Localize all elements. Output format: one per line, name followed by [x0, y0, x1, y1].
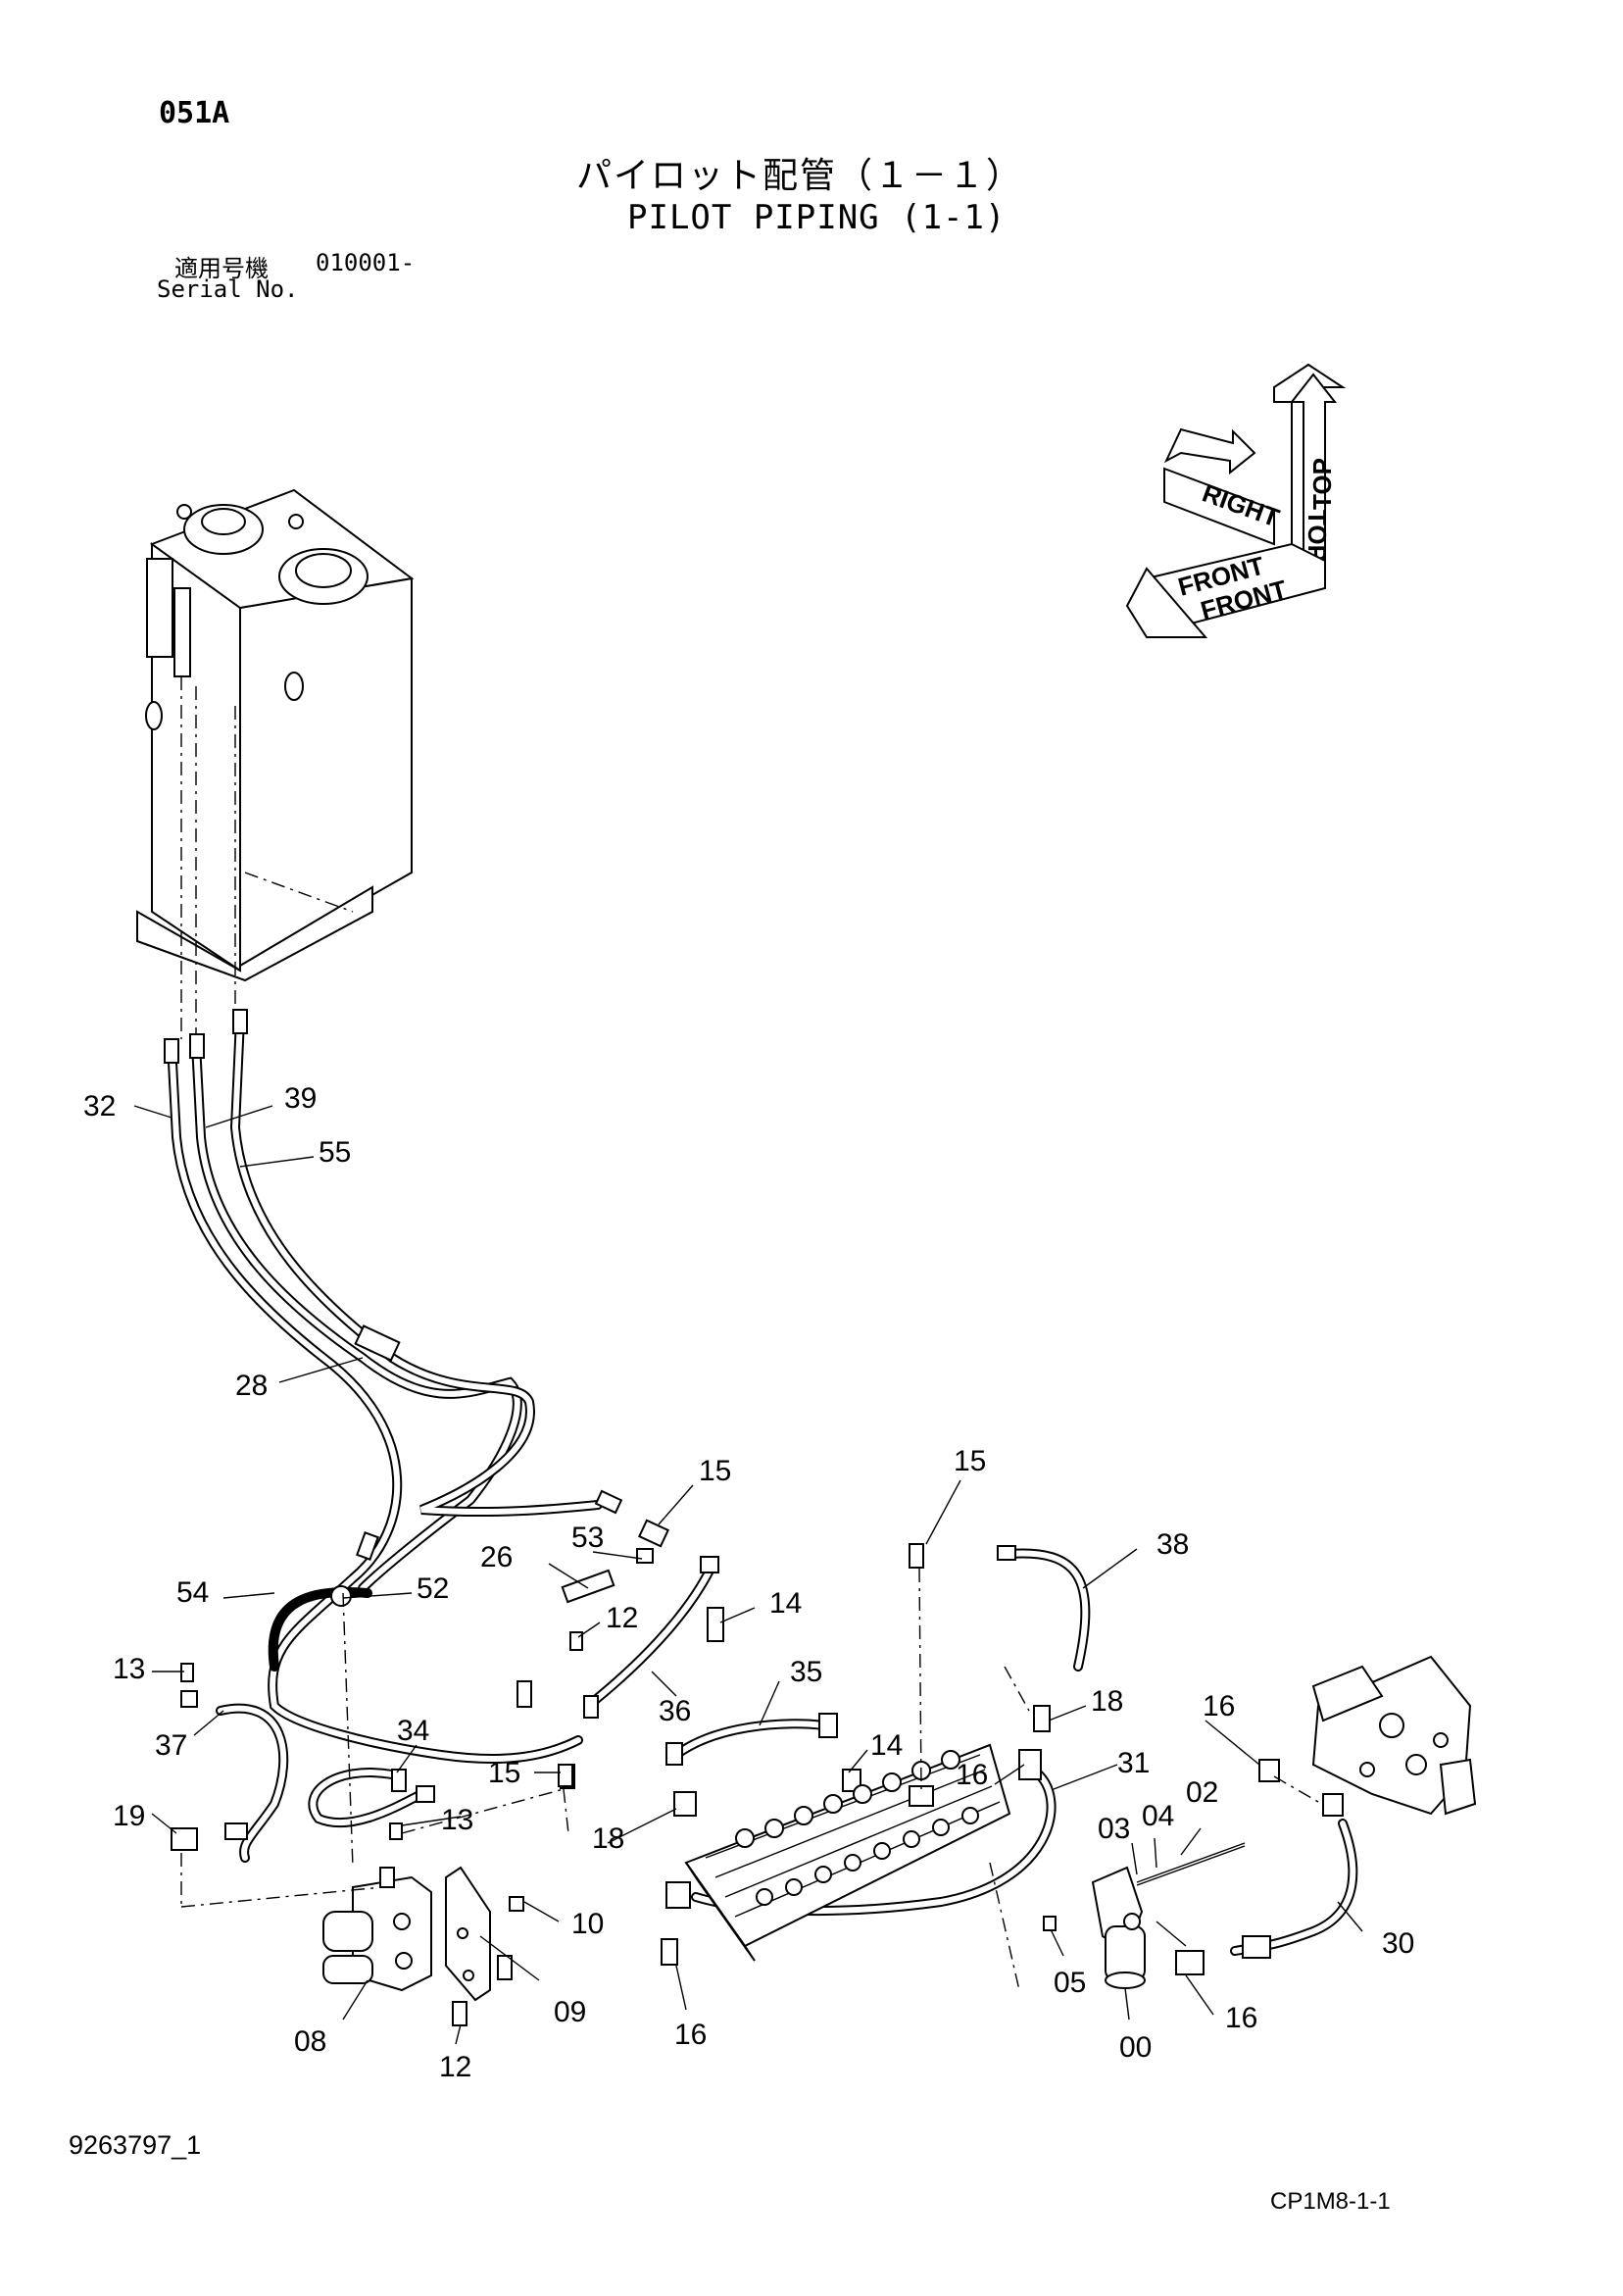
part-label-16-d: 16 [1225, 2002, 1257, 2034]
page-code: 051A [159, 96, 230, 130]
alignment-lines [180, 1568, 1319, 1908]
part-label-52: 52 [417, 1572, 449, 1605]
part-label-13-a: 13 [113, 1653, 145, 1685]
part-label-35: 35 [790, 1656, 822, 1688]
part-label-03: 03 [1098, 1813, 1130, 1845]
part-label-18-a: 18 [592, 1822, 624, 1855]
pilot-pump [1311, 1655, 1477, 1816]
title-english: PILOT PIPING (1-1) [627, 198, 1007, 237]
part-label-15-c: 15 [488, 1757, 520, 1789]
part-label-38: 38 [1156, 1528, 1189, 1561]
top-arrow-front [1289, 373, 1338, 573]
solenoid-valve-08 [322, 1867, 432, 1992]
hydraulic-tank [136, 488, 415, 1039]
fittings [164, 1009, 1344, 1980]
part-label-55: 55 [319, 1136, 351, 1169]
part-label-34: 34 [397, 1715, 429, 1747]
part-labels: 32 39 55 28 54 52 26 53 15 15 14 12 38 1… [83, 1082, 1414, 2083]
pilot-filter-00 [1091, 1866, 1187, 1989]
part-label-00: 00 [1119, 2031, 1152, 2064]
part-label-02: 02 [1186, 1776, 1218, 1809]
part-label-09: 09 [554, 1996, 586, 2028]
part-label-14-b: 14 [870, 1729, 903, 1762]
part-label-10: 10 [571, 1908, 604, 1940]
serial-label-english: Serial No. [157, 275, 299, 303]
serial-number-value: 010001- [316, 249, 416, 276]
title-japanese: パイロット配管（１－１） [576, 156, 1024, 196]
part-label-16-c: 16 [674, 2019, 707, 2051]
part-label-28: 28 [235, 1370, 268, 1402]
part-label-37: 37 [155, 1729, 187, 1762]
part-label-04: 04 [1142, 1800, 1174, 1832]
part-label-36: 36 [659, 1695, 691, 1727]
part-label-53: 53 [571, 1522, 604, 1554]
part-label-15-b: 15 [954, 1445, 986, 1477]
part-label-08: 08 [294, 2025, 326, 2058]
label-top: TOP [1307, 458, 1337, 510]
leader-lines [133, 1105, 1363, 2045]
front-arrow-head [1125, 567, 1208, 638]
part-label-14-a: 14 [769, 1587, 802, 1620]
part-label-16-b: 16 [1203, 1690, 1235, 1722]
part-label-12-b: 12 [439, 2051, 471, 2083]
orientation-indicator: TOP TOP RIGHT FRONT FRONT [1125, 363, 1347, 638]
right-arrow-band [1163, 467, 1275, 546]
right-arrow-back [1163, 427, 1256, 475]
sheet-code: CP1M8-1-1 [1270, 2188, 1391, 2215]
part-label-19: 19 [113, 1800, 145, 1832]
part-label-26: 26 [480, 1541, 513, 1573]
part-label-12-a: 12 [606, 1602, 638, 1634]
part-label-05: 05 [1054, 1967, 1086, 1999]
part-label-32: 32 [83, 1090, 116, 1123]
part-label-18-b: 18 [1091, 1685, 1123, 1718]
bracket-09 [445, 1866, 524, 2026]
part-label-31: 31 [1117, 1747, 1150, 1779]
part-label-15-a: 15 [699, 1455, 731, 1487]
document-id: 9263797_1 [69, 2130, 202, 2160]
part-label-13-b: 13 [441, 1804, 473, 1836]
serial-label-japanese: 適用号機 [174, 255, 269, 282]
part-label-16-a: 16 [956, 1759, 988, 1791]
bracket-26 [561, 1569, 615, 1604]
part-label-54: 54 [176, 1576, 209, 1609]
part-label-30: 30 [1382, 1927, 1414, 1960]
hoses [167, 1015, 1358, 1956]
part-label-39: 39 [284, 1082, 317, 1115]
